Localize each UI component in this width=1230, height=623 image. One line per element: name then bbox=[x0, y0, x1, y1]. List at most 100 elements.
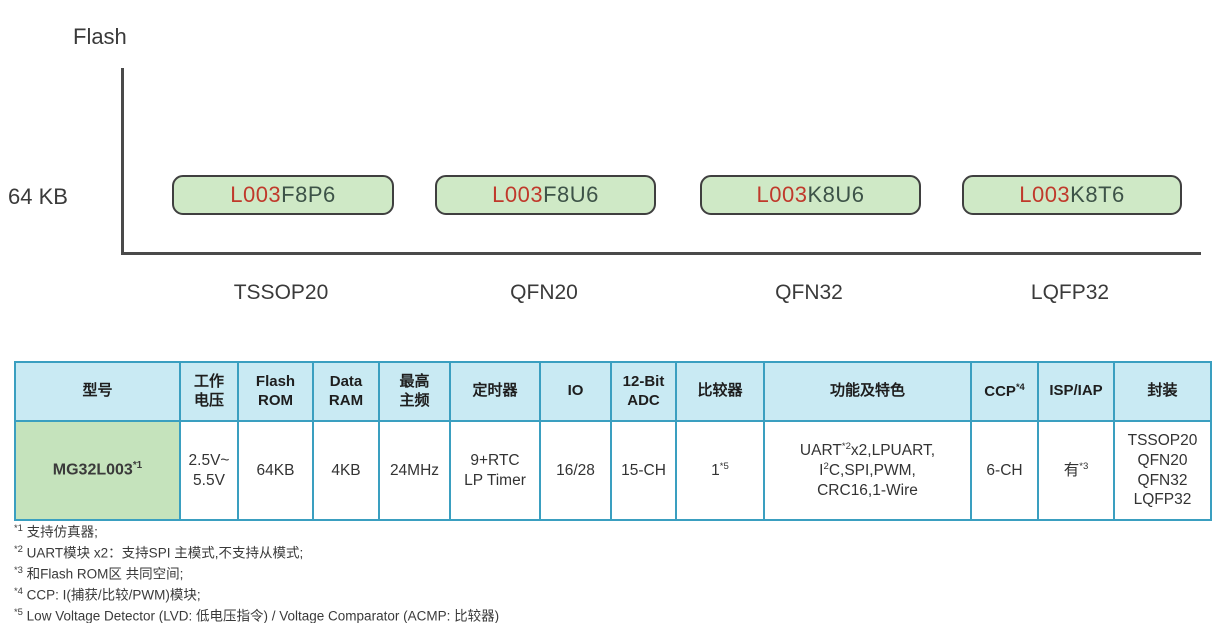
text-segment: UART bbox=[799, 441, 842, 459]
data-cell-ccp: 6-CH bbox=[970, 420, 1039, 521]
footnote-marker: *2 bbox=[14, 543, 23, 555]
chip-name-prefix: L003 bbox=[492, 182, 544, 207]
text-segment: 型号 bbox=[82, 382, 113, 400]
text-segment: 24MHz bbox=[389, 461, 440, 479]
data-cell-voltage: 2.5V~ 5.5V bbox=[179, 420, 239, 521]
text-segment: ADC bbox=[627, 391, 660, 409]
chip-name-suffix: F8P6 bbox=[281, 182, 336, 207]
y-axis-line bbox=[121, 68, 124, 254]
chip-name-prefix: L003 bbox=[1019, 182, 1071, 207]
text-segment: LP Timer bbox=[464, 471, 526, 489]
y-axis-title: Flash bbox=[73, 24, 127, 49]
package-label-tssop20: TSSOP20 bbox=[233, 281, 329, 304]
text-segment: 16/28 bbox=[556, 461, 595, 479]
superscript: 2 bbox=[823, 460, 829, 472]
superscript: *3 bbox=[1079, 460, 1089, 472]
text-segment: LQFP32 bbox=[1133, 491, 1192, 509]
text-segment: 6-CH bbox=[986, 461, 1023, 479]
chip-name-suffix: F8U6 bbox=[543, 182, 599, 207]
data-cell-io: 16/28 bbox=[539, 420, 612, 521]
footnote-marker: *4 bbox=[14, 585, 23, 597]
chip-name-prefix: L003 bbox=[756, 182, 808, 207]
footnote-2: *2 UART模块 x2：支持SPI 主模式,不支持从模式; bbox=[14, 541, 499, 562]
data-cell-max-freq: 24MHz bbox=[378, 420, 451, 521]
header-cell-model: 型号 bbox=[14, 361, 181, 422]
footnote-text: Low Voltage Detector (LVD: 低电压指令) / Volt… bbox=[22, 608, 500, 623]
text-segment: Flash bbox=[255, 372, 296, 390]
data-cell-adc: 15-CH bbox=[610, 420, 677, 521]
text-segment: 最高 bbox=[399, 372, 430, 390]
header-cell-isp-iap: ISP/IAP bbox=[1037, 361, 1115, 422]
data-cell-flash-rom: 64KB bbox=[237, 420, 314, 521]
data-cell-comparator: 1*5 bbox=[675, 420, 765, 521]
text-segment: 4KB bbox=[331, 461, 361, 479]
header-cell-timer: 定时器 bbox=[449, 361, 541, 422]
text-segment: MG32L003 bbox=[52, 461, 133, 479]
data-cell-isp-iap: 有*3 bbox=[1037, 420, 1115, 521]
text-segment: x2,LPUART, bbox=[850, 441, 936, 459]
footnote-text: UART模块 x2：支持SPI 主模式,不支持从模式; bbox=[22, 545, 304, 561]
data-cell-data-ram: 4KB bbox=[312, 420, 380, 521]
superscript: *1 bbox=[132, 460, 143, 472]
footnotes: *1 支持仿真器;*2 UART模块 x2：支持SPI 主模式,不支持从模式;*… bbox=[14, 520, 499, 623]
package-label-qfn32: QFN32 bbox=[775, 281, 843, 304]
superscript: *5 bbox=[719, 460, 729, 472]
footnote-text: 支持仿真器; bbox=[22, 524, 98, 540]
text-segment: 工作 bbox=[193, 372, 224, 390]
text-segment: TSSOP20 bbox=[1127, 431, 1198, 449]
data-cell-model: MG32L003*1 bbox=[14, 420, 181, 521]
text-segment: 1 bbox=[711, 461, 720, 479]
footnote-1: *1 支持仿真器; bbox=[14, 520, 499, 541]
text-segment: 2.5V~ bbox=[188, 451, 230, 469]
header-cell-comparator: 比较器 bbox=[675, 361, 765, 422]
text-segment: 定时器 bbox=[472, 382, 518, 400]
text-segment: 64KB bbox=[256, 461, 295, 479]
header-cell-ccp: CCP*4 bbox=[970, 361, 1039, 422]
chip-name-suffix: K8U6 bbox=[807, 182, 865, 207]
text-segment: 5.5V bbox=[193, 471, 225, 489]
text-segment: ROM bbox=[258, 391, 293, 409]
footnote-marker: *1 bbox=[14, 523, 23, 534]
text-segment: 15-CH bbox=[621, 461, 666, 479]
text-segment: QFN20 bbox=[1137, 451, 1188, 469]
footnote-marker: *5 bbox=[14, 606, 23, 618]
header-cell-max-freq: 最高主频 bbox=[378, 361, 451, 422]
x-axis-line bbox=[121, 252, 1201, 255]
text-segment: 12-Bit bbox=[622, 372, 665, 390]
text-segment: C,SPI,PWM, bbox=[828, 461, 916, 479]
text-segment: RAM bbox=[328, 391, 364, 409]
text-segment: QFN32 bbox=[1137, 471, 1188, 489]
text-segment: ISP/IAP bbox=[1049, 382, 1103, 400]
text-segment: CCP bbox=[984, 382, 1016, 400]
footnote-3: *3 和Flash ROM区 共同空间; bbox=[14, 562, 499, 583]
package-label-lqfp32: LQFP32 bbox=[1030, 281, 1110, 304]
text-segment: 比较器 bbox=[697, 382, 743, 400]
header-cell-package: 封装 bbox=[1113, 361, 1212, 422]
text-segment: I bbox=[819, 461, 824, 479]
superscript: *4 bbox=[1015, 381, 1025, 392]
text-segment: 主频 bbox=[399, 391, 430, 409]
chip-name-prefix: L003 bbox=[230, 182, 282, 207]
text-segment: 电压 bbox=[193, 391, 224, 409]
text-segment: CRC16,1-Wire bbox=[817, 481, 918, 499]
header-cell-io: IO bbox=[539, 361, 612, 422]
header-cell-voltage: 工作电压 bbox=[179, 361, 239, 422]
text-segment: 有 bbox=[1063, 461, 1080, 479]
text-segment: 功能及特色 bbox=[829, 382, 905, 400]
data-cell-features: UART*2x2,LPUART,I2C,SPI,PWM,CRC16,1-Wire bbox=[763, 420, 972, 521]
chip-name-suffix: K8T6 bbox=[1070, 182, 1125, 207]
text-segment: Data bbox=[329, 372, 363, 390]
text-segment: IO bbox=[567, 382, 584, 400]
text-segment: 封装 bbox=[1147, 382, 1178, 400]
package-label-qfn20: QFN20 bbox=[510, 281, 578, 304]
